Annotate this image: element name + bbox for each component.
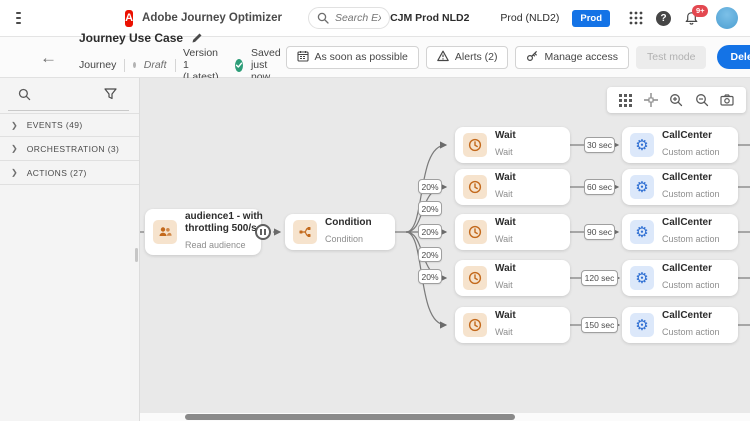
wait-delay-label[interactable]: 30 sec (584, 137, 615, 153)
wait-delay-label[interactable]: 150 sec (581, 317, 618, 333)
palette-search-icon[interactable] (18, 88, 31, 101)
notification-count-badge: 9+ (692, 4, 708, 17)
node-condition[interactable]: Condition Condition (285, 214, 395, 250)
node-title: Condition (325, 217, 372, 228)
sidebar-section-actions[interactable]: ❯ ACTIONS (27) (0, 161, 139, 185)
status-dot-icon (132, 62, 136, 68)
branch-percent-label[interactable]: 20% (418, 179, 442, 194)
filter-icon[interactable] (104, 88, 117, 100)
org-label: CJM Prod NLD2 (390, 12, 470, 24)
zoom-out-icon[interactable] (692, 90, 712, 110)
global-search[interactable] (307, 7, 391, 29)
canvas-controls (607, 87, 746, 113)
custom-action-gear-icon: ⚙ (630, 220, 654, 244)
edit-pencil-icon[interactable] (191, 32, 203, 44)
branch-percent-label[interactable]: 20% (418, 269, 442, 284)
branch-percent-label[interactable]: 20% (418, 247, 442, 262)
fit-to-center-icon[interactable] (641, 90, 661, 110)
app-switcher-icon[interactable] (629, 11, 643, 25)
wait-clock-icon (463, 220, 487, 244)
saved-check-icon (234, 58, 243, 72)
sandbox-badge[interactable]: Prod (572, 9, 610, 27)
node-subtitle: Read audience (185, 240, 246, 250)
alerts-button[interactable]: Alerts (2) (425, 45, 509, 69)
user-avatar[interactable] (716, 7, 738, 29)
custom-action-gear-icon: ⚙ (630, 133, 654, 157)
test-mode-button[interactable]: Test mode (636, 45, 707, 69)
journey-canvas[interactable]: audience1 - with throttling 500/s Read a… (140, 78, 750, 421)
notifications-bell-icon[interactable]: 9+ (684, 4, 708, 26)
search-input[interactable] (334, 12, 382, 24)
node-read-audience[interactable]: audience1 - with throttling 500/s Read a… (145, 209, 263, 255)
zoom-in-icon[interactable] (666, 90, 686, 110)
delete-button[interactable]: Delete (717, 45, 750, 69)
chevron-right-icon: ❯ (11, 120, 18, 130)
condition-branch-icon (293, 220, 317, 244)
sandbox-label: Prod (NLD2) (500, 12, 560, 24)
audience-icon (153, 220, 177, 244)
custom-action-gear-icon: ⚙ (630, 313, 654, 337)
adobe-logo-icon[interactable]: A (125, 9, 134, 27)
calendar-icon (296, 50, 309, 65)
help-icon[interactable]: ? (656, 10, 671, 26)
journey-toolbar: ← Journey Use Case Journey Draft Version… (0, 31, 750, 83)
canvas-hscrollbar-track[interactable] (140, 413, 750, 421)
wait-clock-icon (463, 313, 487, 337)
journey-type-label: Journey (79, 59, 117, 71)
wait-clock-icon (463, 133, 487, 157)
saved-status-label: Saved just now (250, 47, 281, 83)
sidebar-section-orchestration[interactable]: ❯ ORCHESTRATION (3) (0, 137, 139, 161)
node-subtitle: Condition (325, 234, 364, 244)
status-label: Draft (143, 59, 167, 71)
chevron-right-icon: ❯ (11, 144, 18, 153)
alert-warning-icon (437, 50, 449, 65)
manage-access-button[interactable]: Manage access (515, 45, 630, 69)
palette-sidebar: ❯ EVENTS (49) ❯ ORCHESTRATION (3) ❯ ACTI… (0, 78, 140, 421)
sidebar-section-events[interactable]: ❯ EVENTS (49) (0, 113, 139, 137)
journey-title: Journey Use Case (79, 31, 184, 45)
throttling-pause-badge[interactable] (255, 224, 271, 240)
schedule-button[interactable]: As soon as possible (285, 45, 419, 69)
sidebar-scrollbar-thumb[interactable] (135, 248, 138, 262)
top-header: A Adobe Journey Optimizer CJM Prod NLD2 … (0, 0, 750, 37)
delete-split-button: Delete (717, 45, 750, 69)
wait-delay-label[interactable]: 120 sec (581, 270, 618, 286)
canvas-hscrollbar-thumb[interactable] (185, 414, 515, 420)
wait-clock-icon (463, 175, 487, 199)
wait-delay-label[interactable]: 90 sec (584, 224, 615, 240)
screenshot-camera-icon[interactable] (717, 90, 737, 110)
wait-clock-icon (463, 266, 487, 290)
key-icon (526, 50, 538, 65)
custom-action-gear-icon: ⚙ (630, 266, 654, 290)
node-title: audience1 - with throttling 500/s (185, 211, 263, 234)
custom-action-gear-icon: ⚙ (630, 175, 654, 199)
grid-view-icon[interactable] (616, 90, 636, 110)
branch-percent-label[interactable]: 20% (418, 224, 442, 239)
wait-delay-label[interactable]: 60 sec (584, 179, 615, 195)
back-button[interactable]: ← (40, 47, 57, 67)
search-icon (317, 12, 329, 24)
app-title: Adobe Journey Optimizer (142, 12, 282, 24)
branch-percent-label[interactable]: 20% (418, 201, 442, 216)
chevron-right-icon: ❯ (11, 168, 18, 177)
hamburger-menu-icon[interactable] (16, 12, 22, 24)
